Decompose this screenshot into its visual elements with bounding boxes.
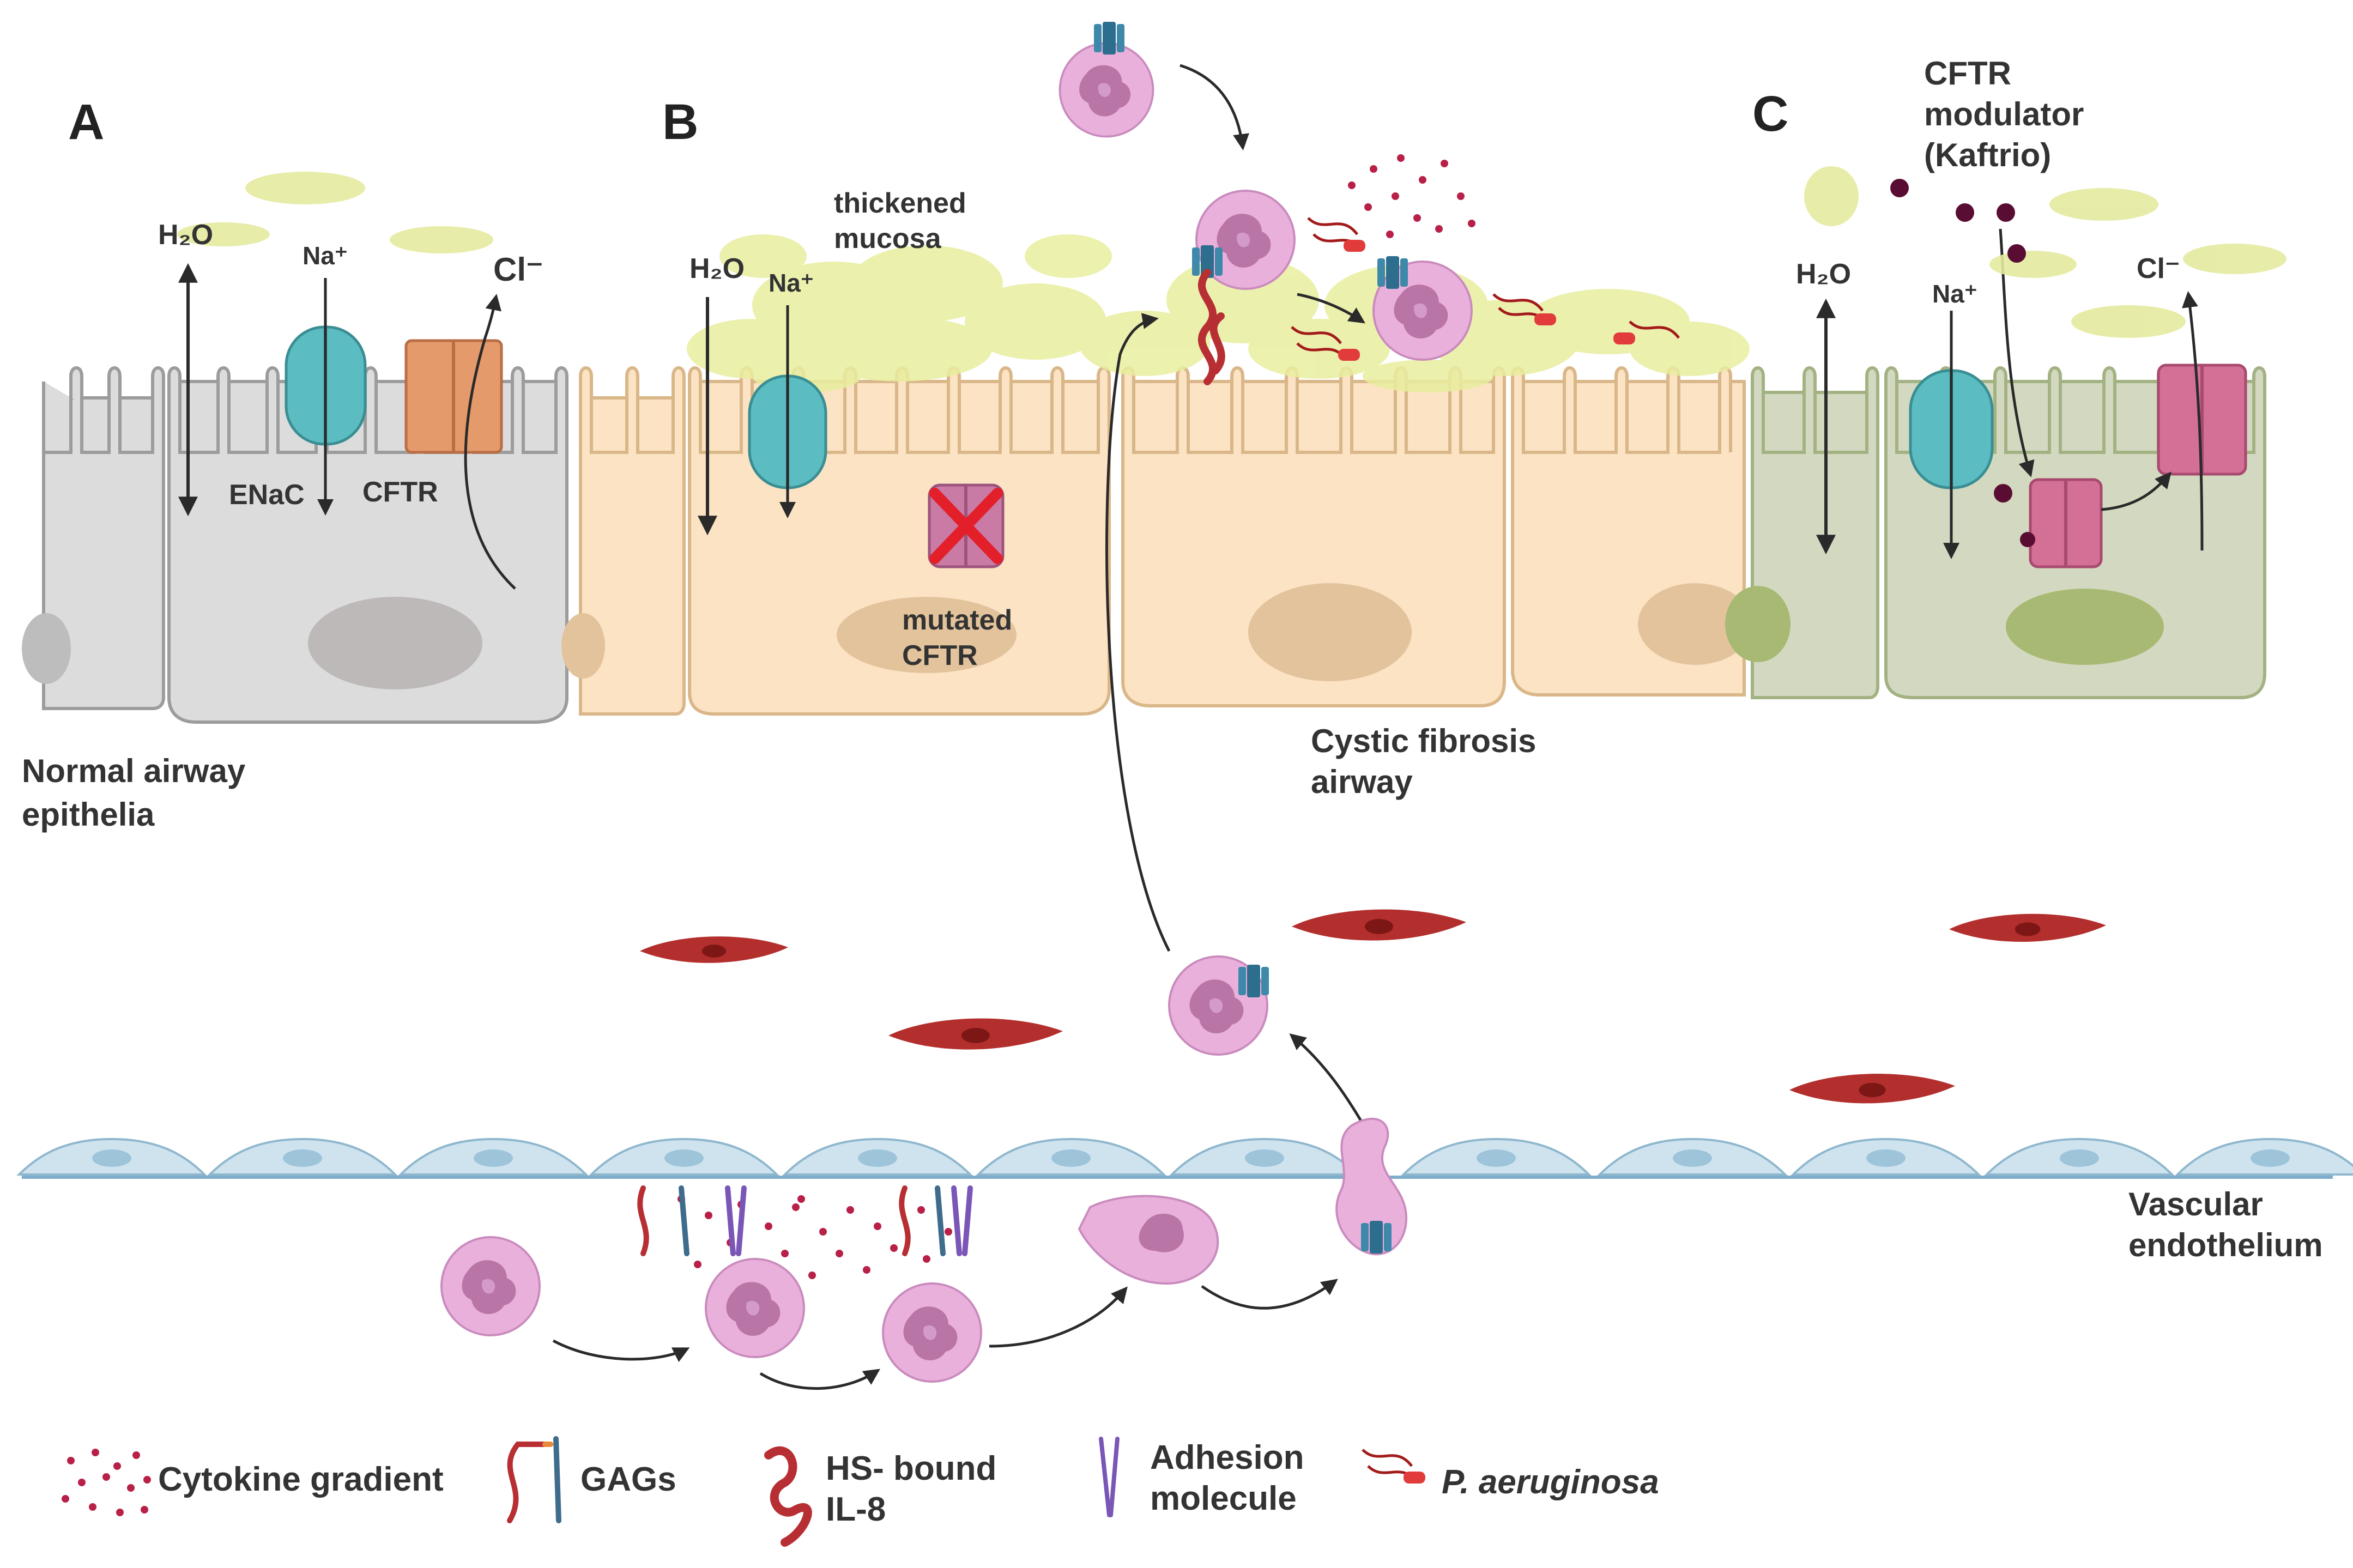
legend-pseudomonas-icon [1362,1449,1425,1484]
cftr-modulated-membrane [2157,364,2247,476]
migrating-neutrophil [1168,955,1367,1129]
cl-arrow-a [464,294,516,590]
vascular-label-1: Vascular [2128,1186,2263,1222]
mucus-clouds-c [1804,166,2287,338]
legend-adhesion-label-1: Adhesion [1150,1439,1304,1476]
mutated-label-1: mutated [902,604,1012,636]
normal-nucleus [308,597,482,689]
thickened-label-1: thickened [834,187,966,219]
transmigration-arrow [1105,313,1171,952]
cytokine-cloud-surface [1348,154,1475,238]
cl-label-a: Cl⁻ [493,251,543,288]
h2o-label-a: H₂O [158,219,213,251]
normal-airway-caption-2: epithelia [22,796,155,833]
adhesion-cascade [440,1117,1408,1390]
cl-arrow-c [2182,291,2204,551]
cftr-label-a: CFTR [362,476,438,508]
il8-squiggles [1197,269,1225,385]
fibroblasts [640,909,2106,1104]
normal-cell-left [42,396,165,710]
mutated-cftr-channel [928,483,1005,568]
gags-and-adhesion [637,1185,973,1256]
panel-a-letter: A [68,94,104,150]
legend-adhesion-label-2: molecule [1150,1480,1297,1517]
panel-a-normal-epithelium: A H₂O Na⁺ Cl⁻ ENaC CFTR Normal airway ep… [22,94,568,833]
kaftrio-molecules [1890,179,2035,547]
airway-neutrophils [1058,22,1680,385]
na-label-c: Na⁺ [1932,280,1977,308]
cf-airway-caption-2: airway [1311,764,1413,800]
panel-c-letter: C [1752,86,1788,142]
cftr-corrected-intracellular [2029,478,2103,568]
trafficking-arrow [2101,471,2171,511]
modulator-label-3: (Kaftrio) [1924,137,2051,173]
mucus-clouds-a [177,172,493,253]
cf-airway-caption-1: Cystic fibrosis [1311,723,1536,759]
vascular-endothelium: Vascular endothelium [18,1138,2353,1263]
cytokine-gradient-blood [678,1195,952,1279]
panel-c-treated-epithelium: C H₂O Na⁺ Cl⁻ CFTR modulator (Kaftrio) [1725,55,2287,699]
legend-adhesion-icon [1099,1437,1120,1517]
legend: Cytokine gradient GAGs HS- bound IL-8 Ad… [62,1436,1659,1547]
thickened-label-2: mucosa [834,223,942,255]
vascular-label-2: endothelium [2128,1227,2323,1263]
modulator-label-2: modulator [1924,96,2084,132]
legend-cytokine-label: Cytokine gradient [158,1461,444,1498]
cftr-on-neutrophil-icon [1094,22,1124,55]
panel-b-cf-epithelium: B H₂O Na⁺ thickened mucosa mutated CFTR … [561,94,1752,800]
cl-label-c: Cl⁻ [2137,253,2180,284]
legend-hs-label-2: IL-8 [826,1491,886,1528]
legend-pseudomonas-label: P. aeruginosa [1442,1463,1659,1501]
panel-b-letter: B [662,94,698,150]
legend-cytokine-icon [62,1449,151,1516]
enac-label: ENaC [229,479,305,511]
legend-gags-icon [507,1436,561,1523]
legend-gags-label: GAGs [580,1461,676,1498]
na-label-a: Na⁺ [303,241,348,270]
modulator-label-1: CFTR [1924,55,2011,92]
h2o-label-c: H₂O [1796,258,1851,290]
h2o-label-b: H₂O [689,253,745,284]
na-label-b: Na⁺ [769,269,814,297]
blocked-x-icon [929,488,1003,564]
normal-airway-caption-1: Normal airway [22,753,246,789]
legend-hs-il8-icon [764,1446,812,1547]
legend-hs-label-1: HS- bound [826,1450,996,1487]
mutated-label-2: CFTR [902,640,978,671]
